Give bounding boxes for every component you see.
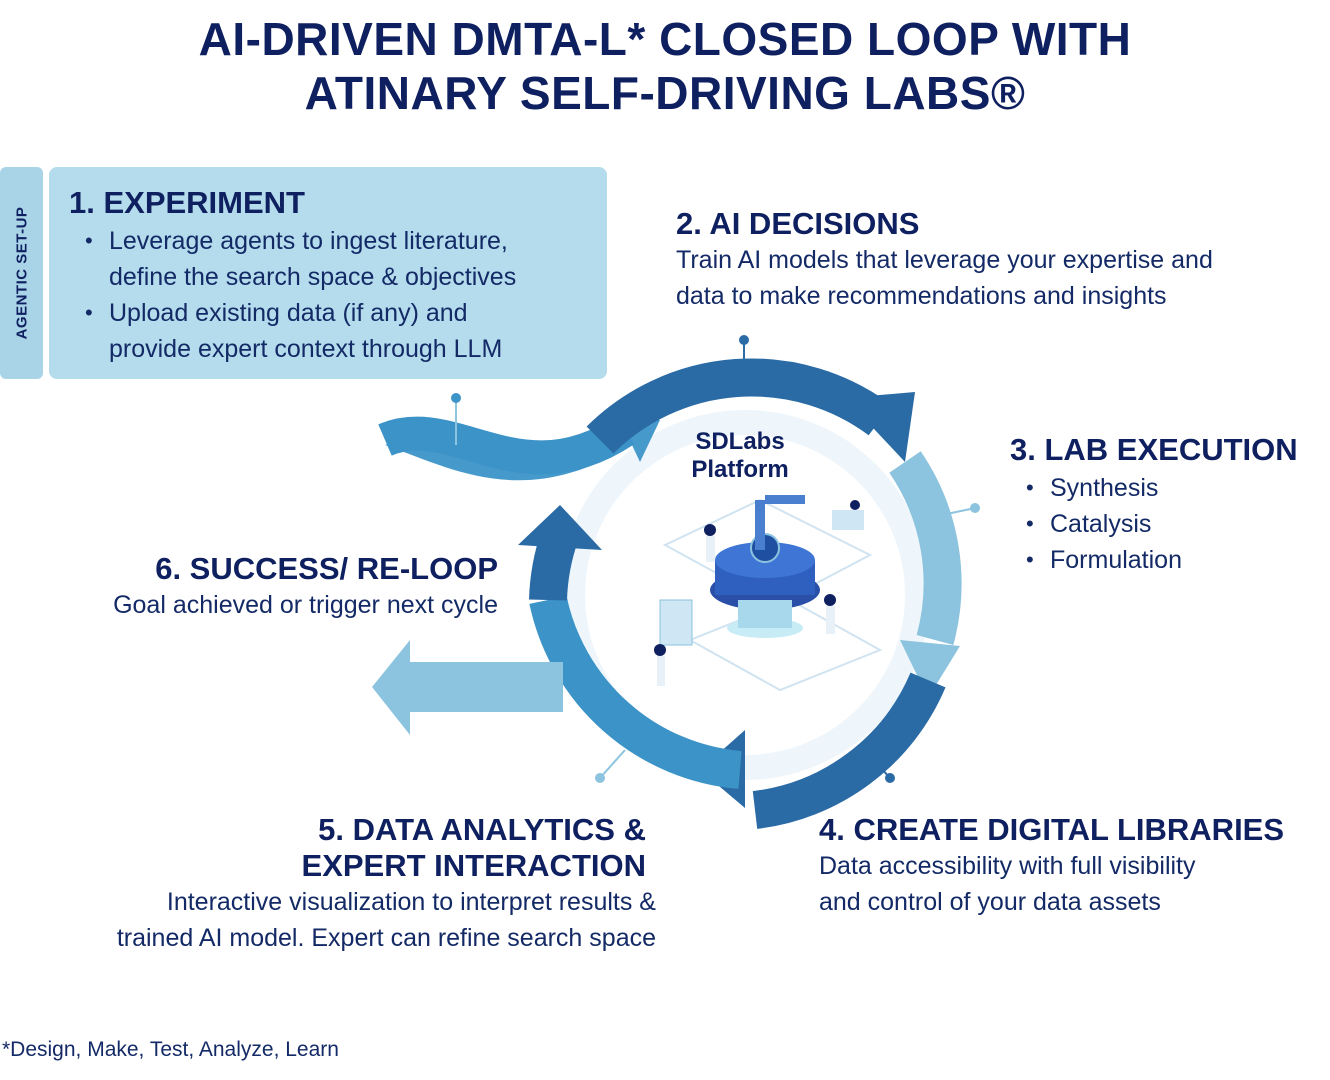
step1-experiment-box: 1. EXPERIMENT Leverage agents to ingest … <box>49 167 607 379</box>
step2-heading: 2. AI DECISIONS <box>676 206 920 241</box>
step5-data-analytics: 5. DATA ANALYTICS & EXPERT INTERACTION I… <box>10 812 656 956</box>
connector-dot-5 <box>595 773 605 783</box>
step6-heading: 6. SUCCESS/ RE-LOOP <box>155 551 498 586</box>
arc-right <box>889 451 962 645</box>
connector-5 <box>599 749 626 779</box>
arc-top <box>586 358 892 454</box>
step1-bullet-1-line-1: Leverage agents to ingest literature, <box>109 227 508 255</box>
step3-bullet-1: Synthesis <box>1010 470 1298 506</box>
step3-bullet-2: Catalysis <box>1010 506 1298 542</box>
entry-arrow-body <box>378 415 635 475</box>
step3-bullet-3: Formulation <box>1010 542 1298 578</box>
step2-line-1: Train AI models that leverage your exper… <box>676 246 1213 274</box>
connector-dot-2 <box>739 335 749 345</box>
connector-dot-1 <box>451 393 461 403</box>
step5-line-1: Interactive visualization to interpret r… <box>166 888 656 916</box>
connector-dot-3 <box>970 503 980 513</box>
step6-success-reloop: 6. SUCCESS/ RE-LOOP Goal achieved or tri… <box>20 551 498 623</box>
exit-arrow-body <box>408 662 563 712</box>
arc-bottom-right <box>752 672 946 829</box>
step4-heading: 4. CREATE DIGITAL LIBRARIES <box>819 812 1285 847</box>
arc-bottom-left <box>529 595 742 789</box>
step6-line-1: Goal achieved or trigger next cycle <box>113 591 498 619</box>
platform-label: SDLabs Platform <box>640 428 840 484</box>
step4-line-1: Data accessibility with full visibility <box>819 852 1196 880</box>
title-line-2: ATINARY SELF-DRIVING LABS® <box>304 67 1026 119</box>
arc-left-head <box>518 505 602 550</box>
page-title: AI-DRIVEN DMTA-L* CLOSED LOOP WITH ATINA… <box>0 12 1330 120</box>
step3-heading: 3. LAB EXECUTION <box>1010 432 1298 467</box>
step1-bullet-2-line-2: provide expert context through LLM <box>109 335 503 363</box>
arc-top-head <box>845 392 915 462</box>
step4-line-2: and control of your data assets <box>819 888 1161 916</box>
connector-3 <box>941 507 976 516</box>
arc-right-head <box>900 640 960 698</box>
exit-arrow-head <box>372 640 410 735</box>
platform-label-line-1: SDLabs <box>695 428 785 455</box>
step5-line-2: trained AI model. Expert can refine sear… <box>116 924 656 952</box>
lab-illustration <box>654 495 883 692</box>
step5-heading-line-2: EXPERT INTERACTION <box>301 848 646 883</box>
agentic-setup-tab: AGENTIC SET-UP <box>0 167 43 379</box>
step1-bullet-2-line-1: Upload existing data (if any) and <box>109 299 468 327</box>
footnote: *Design, Make, Test, Analyze, Learn <box>2 1038 339 1061</box>
step1-bullet-1-line-2: define the search space & objectives <box>109 263 517 291</box>
step2-ai-decisions: 2. AI DECISIONS Train AI models that lev… <box>676 206 1213 314</box>
step3-lab-execution: 3. LAB EXECUTION Synthesis Catalysis For… <box>1010 432 1298 578</box>
step2-line-2: data to make recommendations and insight… <box>676 282 1167 310</box>
step1-heading: 1. EXPERIMENT <box>69 185 305 220</box>
step1-bullet-1: Leverage agents to ingest literature, de… <box>69 223 587 295</box>
step3-bullets: Synthesis Catalysis Formulation <box>1010 470 1298 578</box>
step1-bullet-2: Upload existing data (if any) and provid… <box>69 295 587 367</box>
title-line-1: AI-DRIVEN DMTA-L* CLOSED LOOP WITH <box>198 13 1132 65</box>
step5-heading-line-1: 5. DATA ANALYTICS & <box>318 812 646 847</box>
connector-4 <box>859 744 891 779</box>
platform-label-line-2: Platform <box>691 456 789 483</box>
connector-dot-4 <box>885 773 895 783</box>
step4-digital-libraries: 4. CREATE DIGITAL LIBRARIES Data accessi… <box>819 812 1284 920</box>
step1-bullets: Leverage agents to ingest literature, de… <box>69 223 587 367</box>
